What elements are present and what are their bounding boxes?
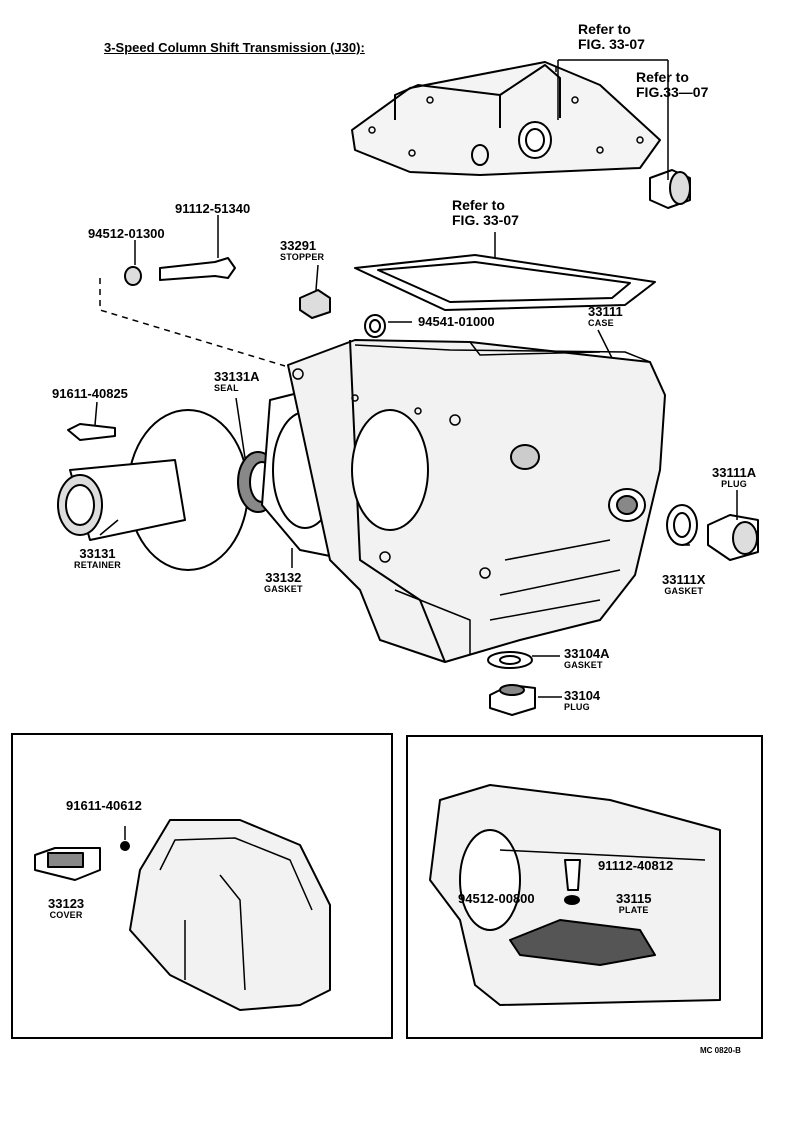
part-33111A: 33111A PLUG [712, 465, 757, 489]
inset-right-drawing [429, 784, 721, 1006]
part-number: 94541-01000 [418, 314, 495, 329]
bushing-drawing [649, 169, 691, 209]
part-91112-40812: 91112-40812 [598, 858, 674, 873]
part-number: 33111 [588, 304, 623, 319]
inset-right-box [406, 735, 763, 1039]
part-number: 33111X [662, 572, 706, 587]
ref-top-fig-line1: Refer to [578, 21, 631, 37]
part-33111X: 33111X GASKET [662, 572, 706, 596]
ref-bushing-fig-line2: FIG.33—07 [636, 84, 709, 100]
part-name: GASKET [264, 584, 303, 594]
top-gasket-drawing [354, 254, 656, 311]
part-number: 94512-00800 [458, 891, 535, 906]
inset-left-drawing [34, 819, 331, 1011]
part-name: RETAINER [74, 560, 121, 570]
part-number: 91112-51340 [175, 201, 251, 216]
part-91611-40612: 91611-40612 [66, 798, 142, 813]
part-number: 91611-40612 [66, 798, 142, 813]
part-94541-01000: 94541-01000 [418, 314, 495, 329]
ref-gasket-fig-line2: FIG. 33-07 [452, 212, 519, 228]
part-number: 91611-40825 [52, 386, 128, 401]
part-number: 91112-40812 [598, 858, 674, 873]
part-name: PLUG [721, 479, 747, 489]
part-33115: 33115 PLATE [616, 891, 652, 915]
part-94512-00800: 94512-00800 [458, 891, 535, 906]
part-number: 33131A [214, 369, 260, 384]
part-number: 33115 [616, 891, 652, 906]
alignment-dashed-line [99, 278, 286, 367]
ref-top-fig: Refer to FIG. 33-07 [578, 22, 645, 52]
part-name: PLATE [618, 905, 649, 915]
part-name: GASKET [664, 586, 704, 596]
part-number: 33123 [48, 896, 85, 911]
part-name: STOPPER [280, 252, 325, 262]
part-33111: 33111 CASE [588, 304, 623, 328]
ref-gasket-fig: Refer to FIG. 33-07 [452, 198, 519, 228]
part-33131: 33131 RETAINER [74, 546, 121, 570]
part-33104: 33104 PLUG [564, 688, 601, 712]
part-leader-lines [94, 215, 738, 698]
part-33131A: 33131A SEAL [214, 369, 260, 393]
part-91112-51340: 91112-51340 [175, 201, 251, 216]
part-33104A: 33104A GASKET [564, 646, 610, 670]
part-94512-01300: 94512-01300 [88, 226, 165, 241]
part-number: 33111A [712, 465, 757, 480]
part-name: GASKET [564, 660, 603, 670]
diagram-title: 3-Speed Column Shift Transmission (J30): [104, 40, 365, 55]
part-91611-40825: 91611-40825 [52, 386, 128, 401]
part-33123: 33123 COVER [48, 896, 85, 920]
transmission-case-drawing [287, 339, 666, 663]
part-number: 33291 [280, 238, 317, 253]
side-plug-drawing [666, 504, 759, 561]
ref-top-fig-line2: FIG. 33-07 [578, 36, 645, 52]
retainer-drawing [57, 409, 249, 571]
part-number: 33104 [564, 688, 601, 703]
ref-bushing-fig: Refer to FIG.33—07 [636, 70, 708, 100]
part-name: SEAL [214, 383, 239, 393]
ref-gasket-fig-line1: Refer to [452, 197, 505, 213]
part-number: 94512-01300 [88, 226, 165, 241]
shift-cover-drawing [351, 61, 661, 176]
inset-left-box [11, 733, 393, 1039]
small-fasteners-drawing [67, 257, 386, 441]
ref-leader-lines [494, 59, 669, 258]
figure-code: MC 0820-B [700, 1046, 741, 1055]
bottom-plug-drawing [487, 651, 536, 716]
part-number: 33131 [79, 546, 116, 561]
ref-bushing-fig-line1: Refer to [636, 69, 689, 85]
part-name: PLUG [564, 702, 590, 712]
part-name: CASE [588, 318, 614, 328]
part-number: 33132 [265, 570, 302, 585]
part-33291: 33291 STOPPER [280, 238, 325, 262]
part-33132: 33132 GASKET [264, 570, 303, 594]
part-name: COVER [49, 910, 83, 920]
part-number: 33104A [564, 646, 610, 661]
